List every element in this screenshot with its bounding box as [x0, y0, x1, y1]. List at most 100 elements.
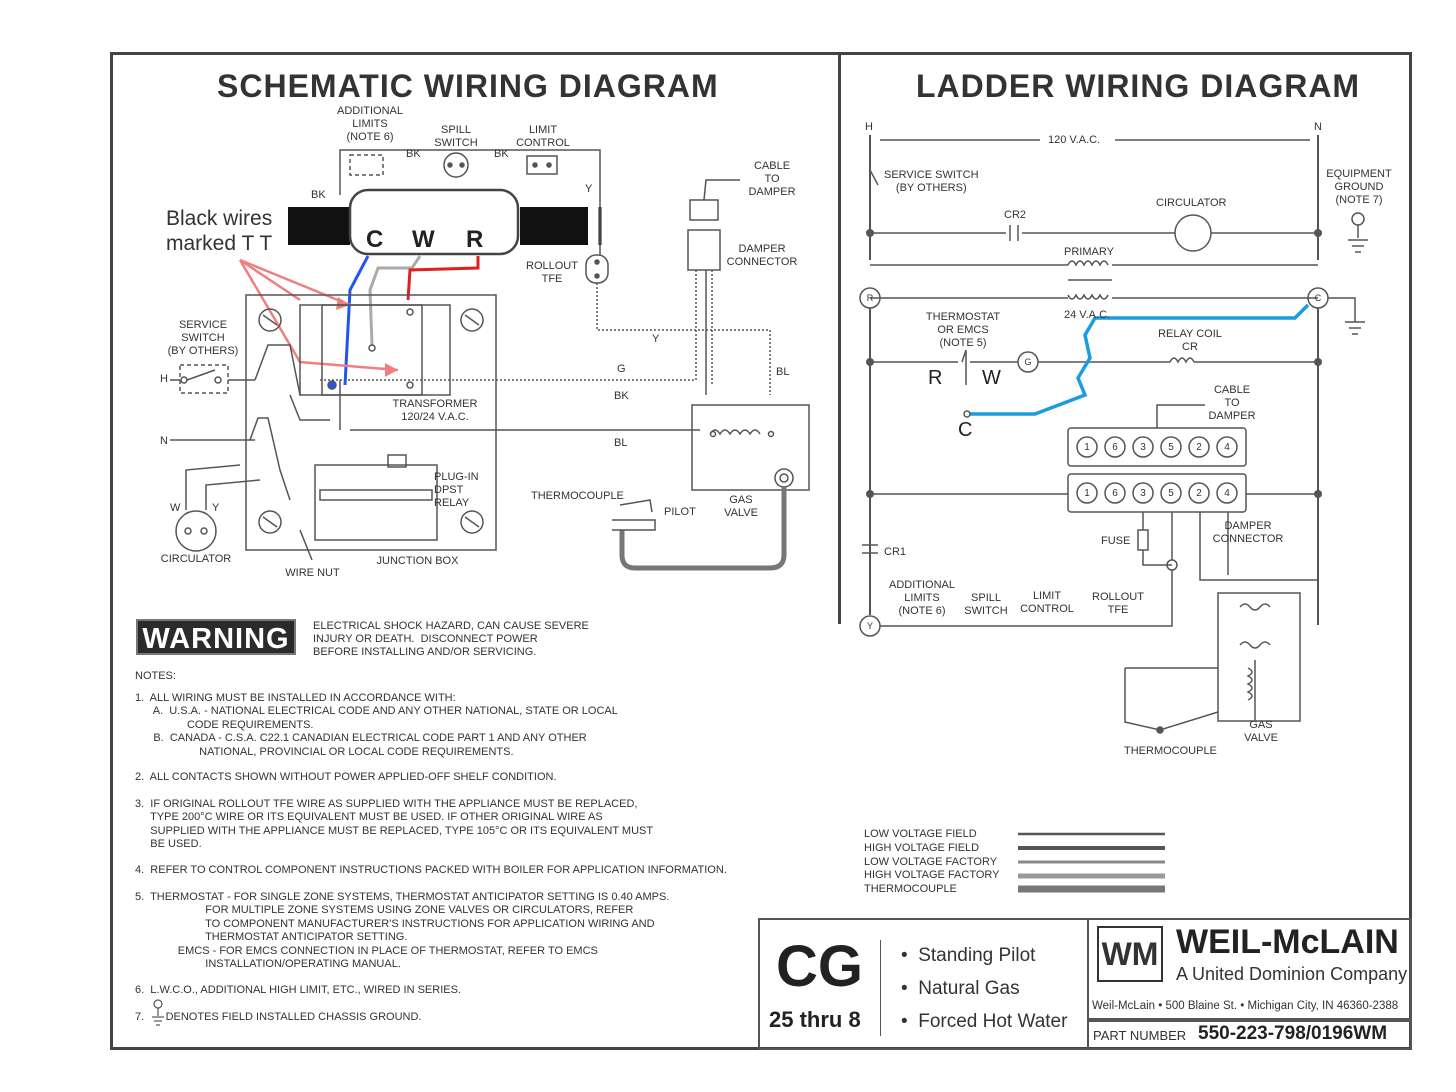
ladder-circulator [1174, 214, 1212, 252]
legend-item: HIGH VOLTAGE FACTORY [864, 869, 1000, 881]
circulator [175, 510, 217, 552]
terminal-w-label: W [412, 226, 435, 253]
screw-br [460, 510, 484, 534]
ladder-additional-limits-label: ADDITIONAL LIMITS (NOTE 6) [888, 579, 955, 617]
pin-bottom: 3 [1140, 488, 1146, 499]
wire-y-label: Y [652, 333, 660, 345]
damper-connector-bottom [1067, 473, 1247, 513]
pin-bottom: 5 [1168, 488, 1174, 499]
part-number: 550-223-798/0196WM [1198, 1023, 1388, 1044]
ladder-cr2-label: CR2 [1004, 209, 1027, 221]
thermocouple-label: THERMOCOUPLE [531, 490, 624, 502]
company-name: A United Dominion Company [1176, 964, 1408, 984]
warning-badge: WARNING [136, 619, 296, 655]
node-g-label: G [1024, 357, 1032, 367]
screw-tr [460, 308, 484, 332]
service-switch [179, 364, 229, 394]
node-y-label: Y [866, 621, 873, 631]
brand-block [1087, 918, 1412, 1020]
note-6: 6. L.W.C.O., ADDITIONAL HIGH LIMIT, ETC.… [135, 984, 461, 996]
ladder-r-annotation: R [928, 367, 943, 389]
limit-control [526, 155, 558, 175]
model-code: CG [776, 934, 863, 999]
ladder-hot-label: H [865, 121, 873, 133]
screw-bl [258, 510, 282, 534]
ladder-thermocouple-label: THERMOCOUPLE [1124, 745, 1217, 757]
rollout-tfe-label: ROLLOUT TFE [526, 260, 578, 285]
ladder-120vac-label: 120 V.A.C. [1048, 134, 1101, 146]
title-block-divider [880, 940, 881, 1036]
circulator-label: CIRCULATOR [160, 553, 232, 565]
pilot-label: PILOT [664, 506, 696, 518]
part-number-label: PART NUMBER [1093, 1028, 1187, 1043]
spill-switch-label: SPILL SWITCH [434, 124, 478, 149]
circulator-w-label: W [170, 502, 181, 514]
red-wire [406, 256, 480, 301]
primary-coil [1067, 260, 1109, 267]
warning-text: ELECTRICAL SHOCK HAZARD, CAN CAUSE SEVER… [313, 620, 589, 658]
ladder-spill-switch-label: SPILL SWITCH [964, 592, 1008, 617]
note-2: 2. ALL CONTACTS SHOWN WITHOUT POWER APPL… [135, 771, 557, 783]
ladder-circulator-label: CIRCULATOR [1156, 197, 1227, 209]
ladder-rollout-tfe-label: ROLLOUT TFE [1092, 591, 1144, 616]
service-switch-label: SERVICE SWITCH (BY OTHERS) [167, 319, 239, 357]
gray-wire [368, 255, 422, 346]
terminal-r-label: R [466, 226, 484, 253]
node-r-label: R [866, 293, 874, 303]
limit-control-label: LIMIT CONTROL [516, 124, 570, 149]
additional-limits-switch [349, 154, 384, 176]
note-5: 5. THERMOSTAT - FOR SINGLE ZONE SYSTEMS,… [135, 891, 670, 971]
blue-wire [343, 255, 370, 386]
brand-logo: WM [1097, 926, 1163, 982]
damper-connector-label: DAMPER CONNECTOR [726, 243, 798, 268]
wire-bk-label: BK [614, 390, 629, 402]
ladder-cable-to-damper-label: CABLE TO DAMPER [1208, 384, 1256, 422]
wire-g-label: G [617, 363, 626, 375]
ladder-service-switch-label: SERVICE SWITCH (BY OTHERS) [884, 169, 979, 194]
thermostat-label: THERMOSTAT OR EMCS (NOTE 5) [925, 311, 1001, 349]
thermostat-wire-right [520, 207, 588, 245]
pin-bottom: 6 [1112, 488, 1118, 499]
feature-item: • Standing Pilot [901, 945, 1036, 966]
relay-label: PLUG-IN DPST RELAY [434, 471, 479, 509]
gas-valve [691, 404, 810, 491]
ladder-c-annotation: C [958, 419, 973, 441]
common-wire [970, 303, 1310, 416]
junction-box [245, 294, 497, 551]
panel-divider [838, 52, 841, 624]
fuse-label: FUSE [1101, 535, 1131, 547]
pin-top: 1 [1084, 442, 1090, 453]
wire-bk-label-3: BK [311, 189, 326, 201]
feature-item: • Forced Hot Water [901, 1011, 1068, 1032]
legend-item: LOW VOLTAGE FIELD [864, 828, 977, 840]
secondary-coil [1067, 293, 1109, 300]
part-number-block [1087, 1020, 1412, 1050]
relay-coil-label: RELAY COIL CR [1158, 328, 1222, 353]
wire-nut-label: WIRE NUT [285, 567, 340, 579]
gas-valve-label: GAS VALVE [724, 494, 758, 519]
ladder-limit-control-label: LIMIT CONTROL [1020, 590, 1074, 615]
ladder-gas-valve-label: GAS VALVE [1244, 719, 1278, 744]
node-c-label: C [1314, 293, 1322, 303]
wire-bk-label-2: BK [494, 148, 509, 160]
annotation-line2: marked T T [166, 232, 273, 255]
note-3: 3. IF ORIGINAL ROLLOUT TFE WIRE AS SUPPL… [135, 798, 654, 851]
plug-in-relay [314, 464, 438, 541]
vac24-label: 24 V.A.C. [1064, 309, 1111, 321]
ladder-damper-connector-label: DAMPER CONNECTOR [1212, 520, 1284, 545]
neutral-label: N [160, 435, 168, 447]
notes-heading: NOTES: [135, 670, 176, 682]
legend-item: HIGH VOLTAGE FIELD [864, 842, 980, 854]
circulator-y-label: Y [212, 502, 220, 514]
thermostat-block [348, 188, 520, 256]
wire-bk-label-1: BK [406, 148, 421, 160]
note-7: 7. DENOTES FIELD INSTALLED CHASSIS GROUN… [135, 1011, 422, 1023]
cr1-label: CR1 [884, 546, 907, 558]
wire-bl-label-2: BL [776, 366, 790, 378]
ladder-title: LADDER WIRING DIAGRAM [916, 68, 1361, 104]
wire-bl-label: BL [614, 437, 628, 449]
pin-bottom: 4 [1224, 488, 1230, 499]
model-range: 25 thru 8 [769, 1007, 861, 1032]
legend-item: LOW VOLTAGE FACTORY [864, 856, 998, 868]
